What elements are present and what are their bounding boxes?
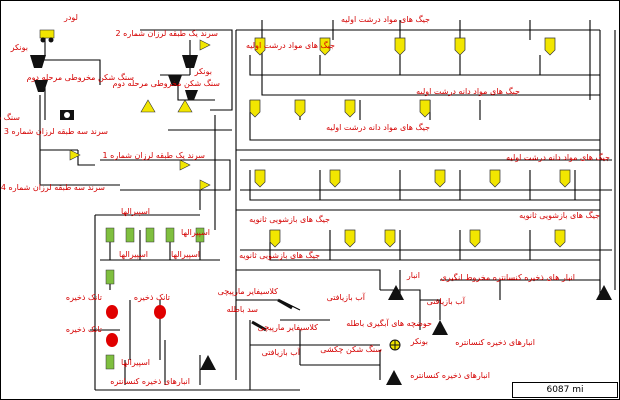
label-hammer-crusher: سنگ شکن چکشی [320,344,382,354]
label-screen-1: سرند یک طبقه لرزان شماره 1 [103,151,206,160]
label-recovered-water: آب بازیافتی [327,292,366,302]
label-primary-coarse-jig: جیگ های مواد درشت اولیه [246,40,335,50]
label-storage-tank: تانک ذخیره [66,325,102,334]
label-screen-2: سرند یک طبقه لرزان شماره 2 [116,29,219,38]
classifier-icons [251,298,293,332]
label-storage-tank: تانک ذخیره [66,293,102,302]
label-classifier: کلاسیفایر مارپیچی [258,323,319,332]
screen-icon [69,39,211,191]
label-bunker-bottom: بونکر [410,337,428,346]
label-spirals: اسپیرالها [121,358,150,367]
spiral-icons [105,227,205,370]
label-cone-crusher: سنگ شکن مخروطی مرحله دوم [27,72,135,82]
label-concentrate-store: انبارهای ذخیره کنسانتره [455,338,535,347]
label-tailing-dam: سد باطله [227,305,259,314]
label-concentrate-store: انبارهای ذخیره کنسانتره [410,371,490,380]
flow-lines [38,20,616,391]
label-screen-3: سرند سه طبقه لرزان شماره 3 [4,127,108,136]
label-classifier: کلاسیفایر مارپیچی [218,287,279,296]
label-spirals: اسپیرالها [171,250,200,259]
label-primary-fine-jig: جیگ های مواد دانه درشت اولیه [416,86,520,96]
label-recovered-water: آب بازیافتی [262,347,301,357]
label-secondary-jig: جیگ های بازشویی ثانویه [249,214,330,224]
label-concentrate-store-cone: انبار های ذخیره کنسانتره مخروط انگیری [441,272,575,282]
label-stockpile: انبار [406,271,420,280]
scale-readout: 6087 mi [512,382,618,398]
storage-tank-icons [106,305,166,347]
label-screen-4: سرند سه طبقه لرزان شماره 4 [1,183,105,192]
hammer-crusher-icon [389,339,401,351]
label-concentrate-store: انبارهای ذخیره کنسانتره [110,377,190,386]
label-primary-coarse-jig: جیگ های مواد درشت اولیه [341,14,430,24]
diagram-labels: لودر بونکر سرند یک طبقه لرزان شماره 2 بو… [0,13,610,386]
label-bunker-mid: بونکر [194,67,212,76]
loader-icon [39,29,55,43]
label-secondary-jig: جیگ های بازشویی ثانویه [239,250,320,260]
label-storage-tank: تانک ذخیره [134,293,170,302]
label-primary-fine-jig: جیگ های مواد دانه درشت اولیه [326,122,430,132]
label-bunker: بونکر [10,43,28,52]
label-spirals: اسپیرالها [181,228,210,237]
bunker-icon [168,55,198,100]
label-sedimentation-pond: حوضچه های آبگیری باطله [346,318,432,328]
label-spirals: اسپیرالها [119,250,148,259]
label-loader: لودر [63,13,78,22]
label-secondary-jig: جیگ های بازشویی ثانویه [519,210,600,220]
label-recovered-water: آب بازیافتی [427,296,466,306]
jig-icons [249,37,571,248]
cone-crusher-icon [140,99,193,113]
label-jaw-crusher: سنگ شکن فکی [0,112,20,122]
bunker-icon [30,55,48,92]
label-cone-crusher-b: سنگ شکن مخروطی مرحله دوم [113,78,221,88]
jaw-crusher-icon [60,110,74,120]
label-spirals: اسپیرالها [121,207,150,216]
label-primary-fine-jig: جیگ های مواد دانه درشت اولیه [506,152,610,162]
stockpile-icons [200,285,612,385]
